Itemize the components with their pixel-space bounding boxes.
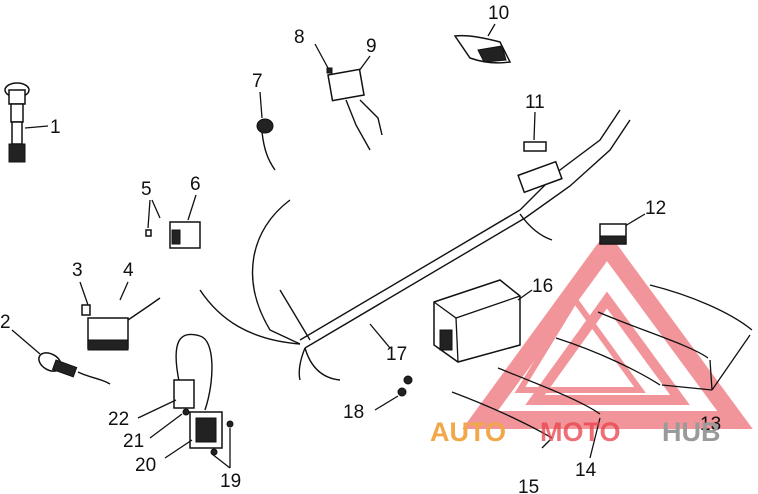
callout-3: 3 xyxy=(72,260,83,281)
callout-15: 15 xyxy=(518,477,539,494)
callout-4: 4 xyxy=(123,260,134,281)
callout-11: 11 xyxy=(525,92,545,113)
regulator-part xyxy=(79,281,161,351)
watermark-text: AUTO MOTO HUB xyxy=(430,417,721,447)
callout-1: 1 xyxy=(50,117,61,138)
watermark-moto: MOTO xyxy=(540,417,621,447)
fuse-part xyxy=(523,111,547,152)
connector-part-7 xyxy=(256,91,276,171)
callout-labels: 1 2 3 4 5 6 7 8 9 10 11 12 13 14 15 16 1… xyxy=(0,3,721,494)
watermark-logo xyxy=(462,230,753,429)
wiring-harness xyxy=(199,109,631,381)
callout-6: 6 xyxy=(190,174,201,195)
callout-20: 20 xyxy=(135,455,156,476)
callout-17: 17 xyxy=(386,344,407,365)
straps xyxy=(451,284,753,459)
callout-9: 9 xyxy=(366,36,377,57)
callout-22: 22 xyxy=(108,409,129,430)
callout-16: 16 xyxy=(532,276,553,297)
callout-21: 21 xyxy=(123,431,144,452)
relay-part-12 xyxy=(599,213,646,245)
callout-5: 5 xyxy=(141,179,152,200)
watermark-hub: HUB xyxy=(662,417,721,447)
bolts-part-18 xyxy=(374,375,413,411)
callout-19: 19 xyxy=(220,471,241,492)
callout-10: 10 xyxy=(488,3,509,24)
rubber-cover xyxy=(453,23,512,64)
callout-12: 12 xyxy=(645,198,666,219)
callout-18: 18 xyxy=(343,402,364,423)
ignition-switch xyxy=(4,82,49,163)
callout-14: 14 xyxy=(575,460,597,481)
callout-13: 13 xyxy=(700,414,721,435)
cdi-unit xyxy=(314,43,383,151)
ignition-coil xyxy=(137,333,234,469)
battery xyxy=(433,279,533,363)
switch-module xyxy=(145,194,201,249)
callout-8: 8 xyxy=(294,27,305,48)
sensor-part xyxy=(11,329,111,385)
watermark-auto: AUTO xyxy=(430,417,506,447)
callout-2: 2 xyxy=(0,312,11,333)
callout-7: 7 xyxy=(252,71,263,92)
